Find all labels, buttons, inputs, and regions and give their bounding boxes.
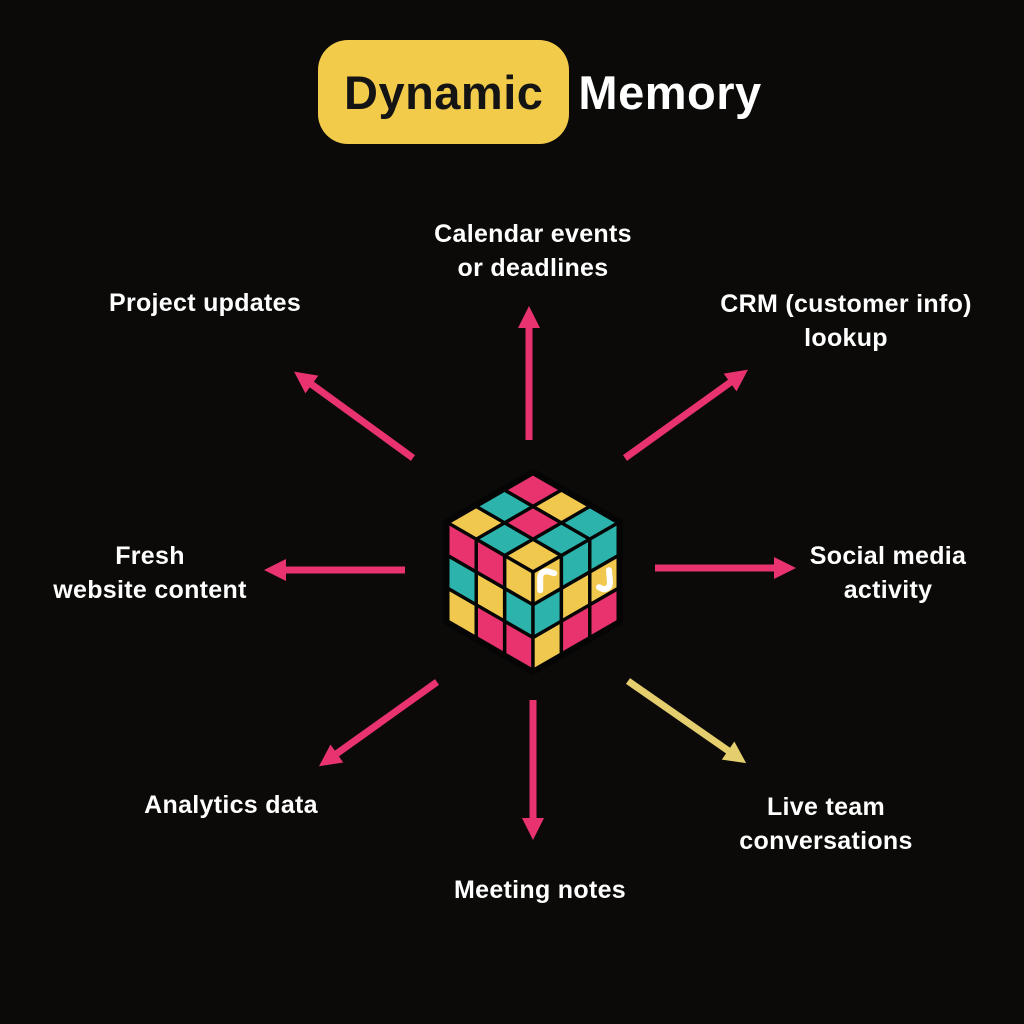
title-rest-text: Memory — [578, 65, 762, 119]
node-label-line: lookup — [804, 324, 888, 352]
cube-cell-left-1-1 — [474, 570, 507, 623]
node-label-line: CRM (customer info) — [720, 290, 972, 318]
cube-cell-top-1-1 — [502, 504, 564, 541]
arrow-to-crm-lookup — [622, 369, 748, 461]
cube-outline — [443, 469, 623, 675]
cube-face-left — [446, 521, 535, 673]
cube-cell-left-1-0 — [474, 537, 507, 591]
rubiks-cube — [443, 469, 623, 675]
cube-cell-right-0-0 — [531, 553, 564, 607]
node-label-line: Live team — [766, 793, 886, 821]
title-badge: Dynamic — [318, 40, 570, 144]
cube-cell-top-2-1 — [474, 488, 535, 525]
cube-cell-left-0-1 — [502, 586, 535, 640]
cube-cell-left-0-2 — [502, 619, 535, 673]
arrow-to-meeting-notes — [522, 700, 544, 840]
node-label-line: Analytics data — [144, 791, 318, 819]
cube-cell-top-0-2 — [559, 504, 620, 541]
cube-highlight-mark — [596, 567, 613, 593]
title: Dynamic Memory — [318, 40, 762, 144]
node-social-media: Social media activity — [810, 539, 966, 607]
cube-cell-right-1-1 — [559, 570, 592, 623]
node-project-updates: Project updates — [109, 286, 301, 320]
node-label-line: website content — [53, 576, 247, 604]
node-label-line: Meeting notes — [454, 876, 626, 904]
cube-highlight-mark — [537, 568, 558, 594]
arrow-to-project-updates — [294, 371, 416, 461]
cube-cell-left-2-1 — [446, 553, 478, 607]
node-label-line: or deadlines — [457, 254, 609, 282]
cube-cell-top-1-0 — [474, 521, 535, 558]
cube-cell-right-1-0 — [559, 537, 592, 591]
node-live-team: Live team conversations — [739, 790, 912, 858]
arrow-to-live-team — [626, 678, 747, 764]
cube-cell-top-1-2 — [531, 488, 592, 525]
title-highlight-text: Dynamic — [344, 65, 544, 119]
node-meeting-notes: Meeting notes — [454, 873, 626, 907]
arrow-to-analytics-data — [318, 679, 440, 767]
cube-face-right — [531, 521, 620, 673]
cube-cell-top-2-0 — [446, 504, 507, 541]
arrow-to-calendar-events — [518, 306, 540, 440]
arrow-to-fresh-website — [264, 559, 405, 581]
cube-cell-left-2-2 — [446, 586, 478, 640]
node-analytics-data: Analytics data — [144, 788, 318, 822]
node-label-line: conversations — [739, 827, 913, 855]
node-label-line: Calendar events — [434, 220, 632, 248]
cube-cell-right-0-2 — [531, 619, 564, 673]
arrow-to-social-media — [655, 557, 796, 579]
node-label-line: Social media — [809, 542, 967, 570]
node-label-line: activity — [843, 576, 933, 604]
cube-cell-top-2-2 — [502, 471, 564, 509]
cube-cell-top-0-1 — [531, 521, 592, 558]
node-crm-lookup: CRM (customer info) lookup — [720, 287, 972, 355]
cube-cell-right-1-2 — [559, 603, 592, 656]
cube-cell-top-0-0 — [502, 537, 564, 574]
cube-cell-right-0-1 — [531, 586, 564, 640]
cube-cell-left-1-2 — [474, 603, 507, 656]
node-calendar-events: Calendar events or deadlines — [434, 217, 632, 285]
node-fresh-website: Fresh website content — [53, 539, 246, 607]
cube-cell-right-2-0 — [588, 521, 620, 574]
node-label-line: Project updates — [108, 289, 302, 317]
cube-cell-left-2-0 — [446, 521, 478, 574]
cube-cell-left-0-0 — [502, 553, 535, 607]
cube-face-top — [446, 471, 620, 574]
cube-cell-right-2-2 — [588, 586, 620, 640]
arrows-layer — [264, 306, 796, 840]
cube-cell-right-2-1 — [588, 553, 620, 607]
node-label-line: Fresh — [115, 542, 185, 570]
